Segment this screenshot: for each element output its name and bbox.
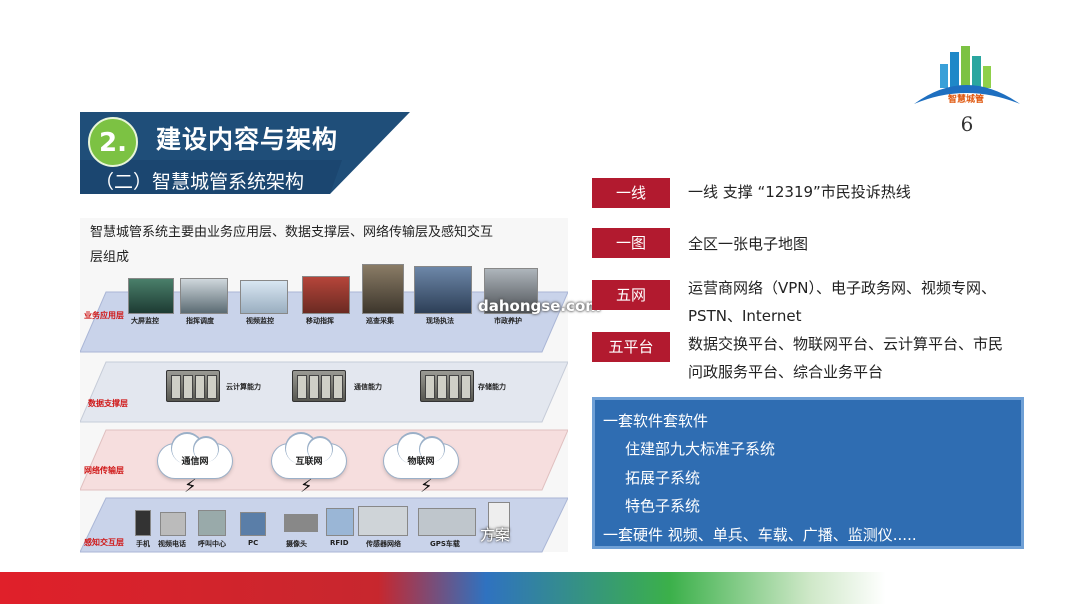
cloud-icon: 互联网 bbox=[272, 434, 346, 478]
city-logo-icon: 智慧城管 bbox=[914, 46, 1020, 105]
page-subtitle: （二）智慧城管系统架构 bbox=[95, 171, 305, 193]
tag-map: 一图 bbox=[592, 228, 670, 258]
perception-item-3: 呼叫中心 bbox=[198, 540, 226, 548]
watermark-text: dahongse.com bbox=[478, 297, 601, 315]
box-line-2: 住建部九大标准子系统 bbox=[625, 440, 776, 458]
cloud-icon: 通信网 bbox=[158, 434, 232, 478]
tag-networks: 五网 bbox=[592, 280, 670, 310]
device-icon bbox=[488, 502, 510, 538]
box-line-3: 拓展子系统 bbox=[625, 469, 701, 487]
perception-item-5: 摄像头 bbox=[286, 540, 307, 548]
diagram-intro-line1: 智慧城管系统主要由业务应用层、数据支撑层、网络传输层及感知交互 bbox=[90, 225, 494, 240]
row-map-text: 全区一张电子地图 bbox=[688, 235, 809, 253]
server-icon bbox=[420, 370, 474, 402]
row-platforms-text: 数据交换平台、物联网平台、云计算平台、市民 bbox=[688, 335, 1004, 353]
perception-item-4: PC bbox=[248, 539, 259, 547]
title-banner bbox=[80, 112, 410, 194]
phone-icon bbox=[135, 510, 151, 536]
data-item-2: 通信能力 bbox=[354, 383, 382, 391]
watermark-text-2: 方案 bbox=[480, 526, 511, 544]
camera-icon bbox=[284, 514, 318, 532]
layer-label-app: 业务应用层 bbox=[84, 311, 124, 320]
data-item-3: 存储能力 bbox=[478, 383, 506, 391]
net-item-3: 物联网 bbox=[407, 457, 435, 467]
row-networks-text-2: PSTN、Internet bbox=[688, 307, 802, 325]
perception-item-8: GPS车载 bbox=[430, 540, 460, 548]
app-thumb-7 bbox=[484, 268, 538, 314]
layer-label-perception: 感知交互层 bbox=[84, 538, 124, 547]
gps-car-icon bbox=[418, 508, 476, 536]
app-thumb-6 bbox=[414, 266, 472, 314]
app-item-1: 大屏监控 bbox=[131, 317, 159, 325]
rfid-icon bbox=[326, 508, 354, 536]
app-item-5: 巡查采集 bbox=[366, 317, 394, 325]
video-phone-icon bbox=[160, 512, 186, 536]
software-hardware-box: 一套软件套软件 住建部九大标准子系统 拓展子系统 特色子系统 一套硬件 视频、单… bbox=[592, 397, 1024, 549]
net-item-1: 通信网 bbox=[181, 457, 209, 467]
lightning-icon: ⚡ bbox=[300, 476, 313, 497]
perception-item-2: 视频电话 bbox=[158, 540, 186, 548]
app-thumb-4 bbox=[302, 276, 350, 314]
perception-item-1: 手机 bbox=[136, 540, 150, 548]
diagram-intro-line2: 层组成 bbox=[90, 250, 130, 265]
row-line-text: 一线 支撑 “12319”市民投诉热线 bbox=[688, 183, 911, 201]
page-title: 建设内容与架构 bbox=[156, 125, 339, 154]
app-item-6: 现场执法 bbox=[426, 317, 454, 325]
net-item-2: 互联网 bbox=[295, 457, 323, 467]
call-center-icon bbox=[198, 510, 226, 536]
app-thumb-3 bbox=[240, 280, 288, 314]
app-thumb-1 bbox=[128, 278, 174, 314]
app-item-3: 视频监控 bbox=[246, 317, 274, 325]
row-networks-text: 运营商网络（VPN）、电子政务网、视频专网、 bbox=[688, 279, 997, 297]
layer-label-data: 数据支撑层 bbox=[88, 399, 128, 408]
app-item-4: 移动指挥 bbox=[306, 317, 334, 325]
cloud-icon: 物联网 bbox=[384, 434, 458, 478]
app-thumb-5 bbox=[362, 264, 404, 314]
pc-icon bbox=[240, 512, 266, 536]
page-number: 6 bbox=[960, 112, 974, 136]
app-thumb-2 bbox=[180, 278, 228, 314]
perception-item-6: RFID bbox=[330, 539, 349, 547]
layer-label-net: 网络传输层 bbox=[84, 466, 124, 475]
box-line-4: 特色子系统 bbox=[625, 497, 701, 515]
lightning-icon: ⚡ bbox=[420, 476, 433, 497]
sensor-network-icon bbox=[358, 506, 408, 536]
box-line-1: 一套软件套软件 bbox=[603, 412, 709, 430]
perception-item-7: 传感器网络 bbox=[366, 540, 401, 548]
data-item-1: 云计算能力 bbox=[226, 383, 261, 391]
app-item-2: 指挥调度 bbox=[186, 317, 214, 325]
lightning-icon: ⚡ bbox=[184, 476, 197, 497]
footer-color-bar bbox=[0, 572, 1080, 604]
app-item-7: 市政养护 bbox=[494, 317, 522, 325]
logo-text: 智慧城管 bbox=[948, 93, 984, 105]
tag-platforms: 五平台 bbox=[592, 332, 670, 362]
box-line-5: 一套硬件 视频、单兵、车载、广播、监测仪..... bbox=[603, 526, 917, 544]
server-icon bbox=[292, 370, 346, 402]
server-icon bbox=[166, 370, 220, 402]
tag-line: 一线 bbox=[592, 178, 670, 208]
row-platforms-text-2: 问政服务平台、综合业务平台 bbox=[688, 363, 884, 381]
section-number-badge: 2. bbox=[88, 117, 138, 167]
